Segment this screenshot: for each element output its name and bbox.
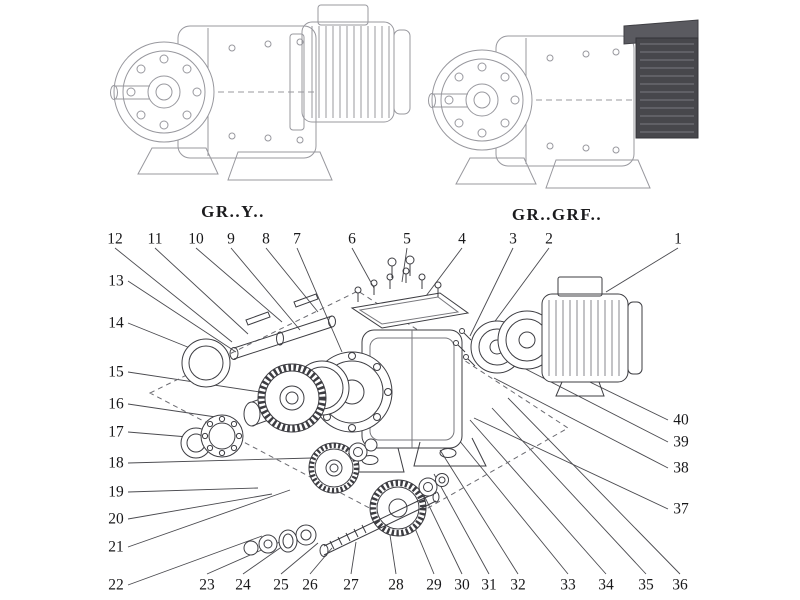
leader-line-38	[493, 377, 669, 469]
leader-line-2	[489, 247, 550, 329]
callout-9: 9	[227, 230, 235, 248]
callout-3: 3	[509, 230, 517, 248]
leader-line-3	[469, 247, 514, 337]
callout-28: 28	[388, 576, 404, 594]
electric-motor	[497, 276, 643, 397]
callout-26: 26	[302, 576, 318, 594]
callout-33: 33	[560, 576, 576, 594]
leader-line-30	[419, 486, 463, 575]
leader-line-18	[127, 457, 313, 464]
callout-39: 39	[673, 433, 689, 451]
leader-line-32	[439, 449, 519, 575]
shaft-washers	[243, 473, 449, 556]
callout-17: 17	[108, 423, 124, 441]
callout-5: 5	[403, 230, 411, 248]
large-gear	[257, 363, 327, 433]
leader-line-22	[127, 535, 263, 586]
leader-line-39	[511, 361, 669, 443]
callout-22: 22	[108, 576, 124, 594]
callout-12: 12	[107, 230, 123, 248]
leader-line-6	[351, 247, 375, 289]
callout-16: 16	[108, 395, 124, 413]
callout-23: 23	[199, 576, 215, 594]
leader-line-20	[127, 493, 273, 520]
leader-line-36	[507, 397, 681, 575]
callout-13: 13	[108, 272, 124, 290]
leader-line-34	[469, 419, 607, 575]
leader-line-7	[296, 247, 343, 353]
callout-2: 2	[545, 230, 553, 248]
callout-18: 18	[108, 454, 124, 472]
callout-38: 38	[673, 459, 689, 477]
callout-21: 21	[108, 538, 124, 556]
leader-line-11	[154, 247, 249, 335]
leader-line-8	[265, 247, 319, 313]
callout-20: 20	[108, 510, 124, 528]
leader-line-27	[350, 541, 357, 575]
callout-27: 27	[343, 576, 359, 594]
oil-seal	[181, 338, 231, 388]
callout-35: 35	[638, 576, 654, 594]
callout-34: 34	[598, 576, 614, 594]
ball-bearings	[180, 414, 244, 459]
callout-36: 36	[672, 576, 688, 594]
leader-line-1	[605, 247, 679, 293]
callout-10: 10	[188, 230, 204, 248]
callout-31: 31	[481, 576, 497, 594]
callout-40: 40	[673, 411, 689, 429]
assembly-drawing-gr-y	[110, 4, 411, 181]
leader-line-21	[127, 489, 291, 548]
callout-37: 37	[673, 500, 689, 518]
callout-15: 15	[108, 363, 124, 381]
callout-4: 4	[458, 230, 466, 248]
callout-19: 19	[108, 483, 124, 501]
model-label-gr-y: GR..Y..	[201, 202, 265, 221]
leader-line-37	[473, 417, 669, 510]
leader-line-12	[114, 247, 233, 343]
exploded-view	[148, 255, 643, 557]
callout-7: 7	[293, 230, 301, 248]
callout-14: 14	[108, 314, 124, 332]
leader-line-10	[195, 247, 283, 323]
leader-line-31	[433, 473, 490, 575]
callout-11: 11	[147, 230, 163, 248]
leader-line-5	[401, 247, 408, 283]
leader-line-13	[127, 280, 237, 353]
cover-screws	[354, 255, 442, 302]
housing-cover-plate	[350, 292, 470, 329]
callout-32: 32	[510, 576, 526, 594]
callout-30: 30	[454, 576, 470, 594]
model-label-gr-grf: GR..GRF..	[511, 205, 603, 224]
leader-line-4	[425, 247, 463, 297]
leader-line-9	[230, 247, 301, 331]
output-gear	[369, 479, 427, 537]
leader-line-33	[453, 433, 569, 575]
leader-line-19	[127, 487, 259, 493]
leader-line-35	[491, 407, 647, 575]
callout-8: 8	[262, 230, 270, 248]
callout-29: 29	[426, 576, 442, 594]
callout-1: 1	[674, 230, 682, 248]
callout-25: 25	[273, 576, 289, 594]
input-shaft	[229, 293, 336, 360]
callout-6: 6	[348, 230, 356, 248]
leader-line-26	[309, 547, 333, 575]
assembly-drawing-gr-grf	[428, 19, 699, 189]
leader-line-25	[280, 542, 319, 575]
callout-24: 24	[235, 576, 251, 594]
intermediate-gear	[308, 438, 378, 494]
